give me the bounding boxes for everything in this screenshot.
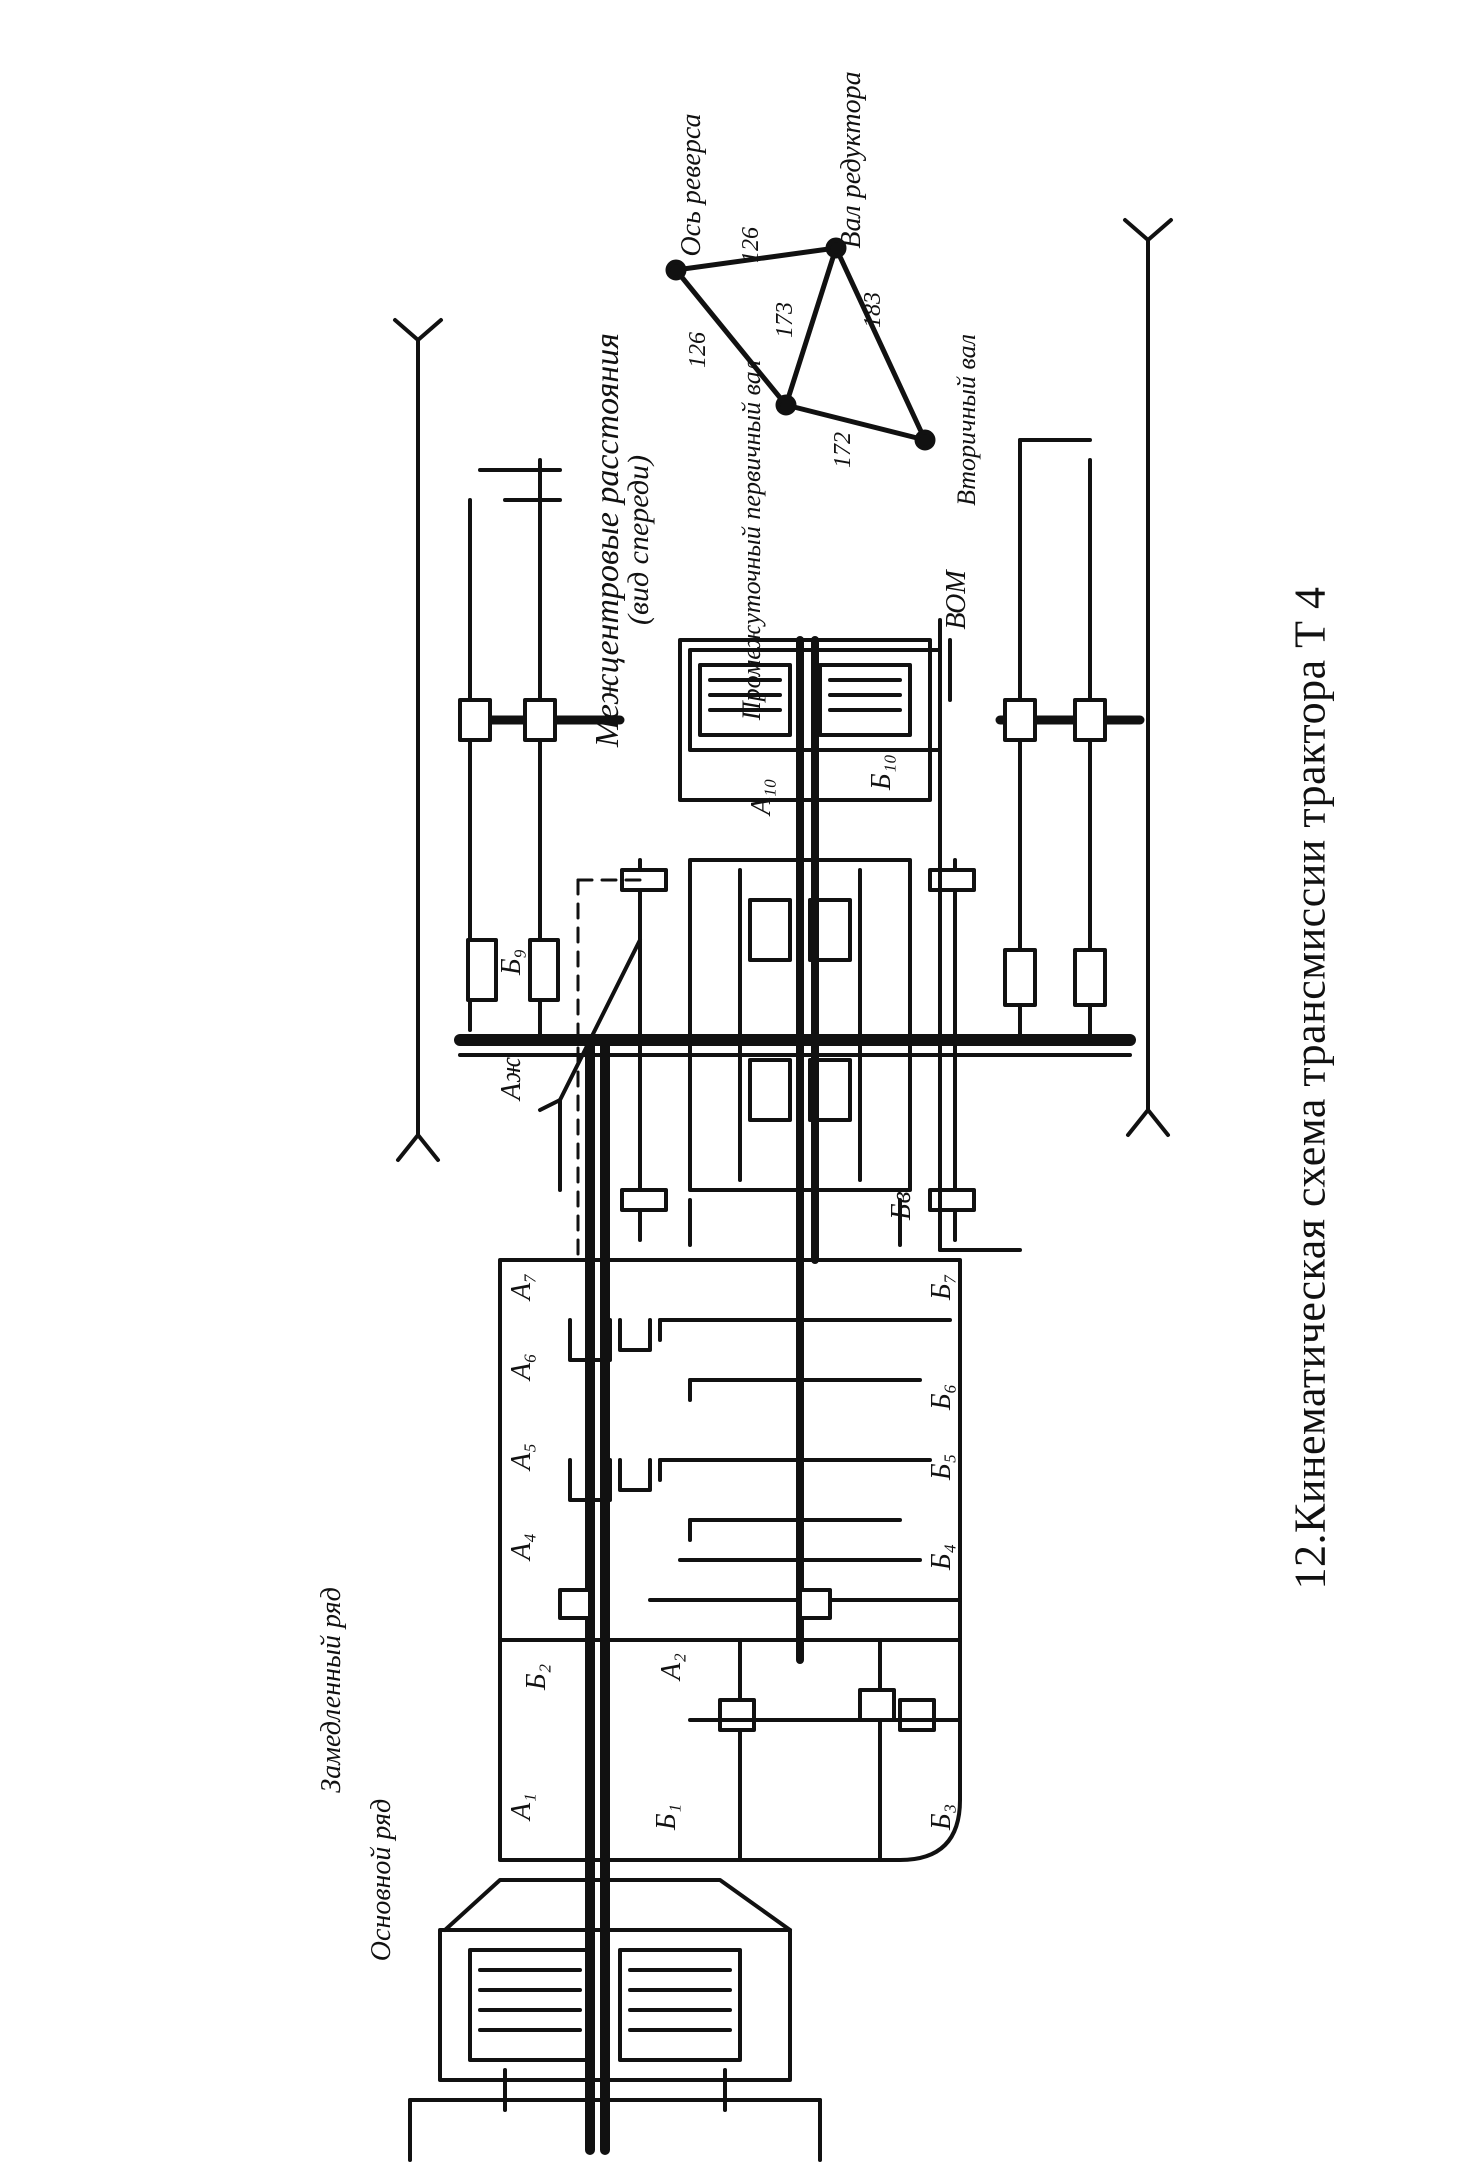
label-b6: Б₆ [926, 1384, 957, 1411]
label-a2: A₂ [656, 1653, 687, 1682]
node-reducer-shaft [825, 237, 847, 259]
component-labels: ВОМ Основной ряд Замедленный ряд A₁ Б₂ A… [316, 569, 972, 1962]
label-a1: A₁ [506, 1793, 537, 1822]
label-a5: A₅ [506, 1443, 537, 1472]
node-reverse-axis [665, 259, 687, 281]
right-final-drive [938, 218, 1173, 1252]
label-main-range: Основной ряд [366, 1799, 397, 1961]
label-b1: Б₁ [651, 1804, 682, 1831]
distances-title: Межцентровые расстояния [589, 333, 626, 748]
label-b7: Б₇ [926, 1274, 957, 1301]
label-a10: A₁₀ [746, 778, 777, 817]
central-reducer [620, 636, 976, 1264]
edge-reducer-secondary: 183 [860, 292, 886, 328]
main-shaft [585, 1035, 610, 2155]
edge-reverse-intermediate: 126 [685, 332, 711, 368]
node-secondary-shaft [914, 429, 936, 451]
label-b9: Б₉ [496, 949, 527, 976]
node-label-reverse-axis: Ось реверса [676, 113, 707, 256]
label-b5: Б₅ [926, 1454, 957, 1481]
label-b2: Б₂ [521, 1663, 552, 1691]
distance-labels: Межцентровые расстояния (вид спереди) Ос… [589, 71, 981, 748]
label-b10: Б₁₀ [866, 754, 897, 791]
node-label-secondary-shaft: Вторичный вал [952, 334, 981, 506]
center-distance-diagram [665, 237, 936, 451]
label-a7: A₇ [506, 1273, 537, 1302]
label-vom: ВОМ [941, 569, 972, 630]
gear-sets [558, 1318, 962, 1732]
label-slow-range: Замедленный ряд [316, 1587, 347, 1793]
pto-clutch [688, 638, 952, 752]
label-a6: A₆ [506, 1353, 537, 1382]
label-b4: Б₄ [926, 1544, 957, 1571]
label-b3: Б₃ [926, 1804, 957, 1831]
node-label-reducer-shaft: Вал редуктора [836, 71, 867, 248]
main-clutch [408, 1878, 822, 2162]
label-bb: Бв [886, 1191, 917, 1221]
label-ak: Aж [496, 1057, 527, 1102]
label-a4: A₄ [506, 1533, 537, 1562]
node-label-intermediate-shaft: Промежуточный первичный вал [737, 360, 766, 721]
node-intermediate-shaft [775, 394, 797, 416]
final-drive-shaft [454, 1034, 1136, 1057]
left-final-drive [393, 318, 642, 1192]
figure-caption: 12.Кинематическая схема трансмиссии трак… [1285, 586, 1335, 1590]
edge-intermediate-secondary: 172 [830, 432, 856, 468]
edge-intermediate-reducer: 173 [772, 302, 798, 338]
distances-subtitle: (вид спереди) [622, 455, 655, 625]
edge-reverse-reducer: 126 [738, 227, 764, 263]
